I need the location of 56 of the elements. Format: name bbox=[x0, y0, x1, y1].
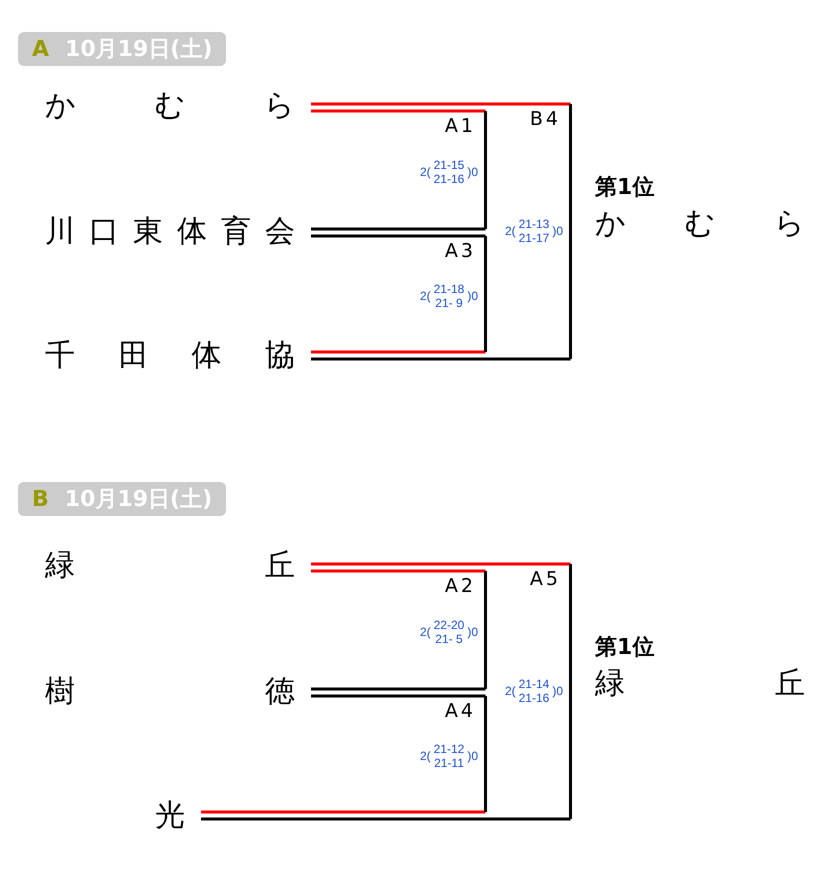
match-label: A4 bbox=[444, 700, 476, 722]
match-label: A5 bbox=[530, 568, 561, 590]
rank-label: 第1位 bbox=[595, 174, 654, 202]
team-name: 光 bbox=[45, 794, 313, 838]
date-badge bbox=[18, 32, 226, 66]
score-text: )0 bbox=[467, 625, 478, 639]
bracket-line bbox=[201, 810, 486, 814]
bracket-line bbox=[311, 688, 486, 690]
bracket-line bbox=[311, 350, 486, 354]
match-label: A3 bbox=[444, 240, 476, 262]
score-text: )0 bbox=[552, 684, 563, 698]
team-name: かむら bbox=[45, 84, 313, 128]
score-text: )0 bbox=[467, 289, 478, 303]
score-text: )0 bbox=[467, 749, 478, 763]
score-text: 2( bbox=[504, 224, 516, 238]
rank-label: 第1位 bbox=[595, 634, 654, 662]
bracket-line bbox=[201, 818, 570, 820]
team-name: 緑丘 bbox=[45, 544, 313, 588]
score-text: 2( bbox=[504, 684, 516, 698]
set-score: 21- 9 bbox=[435, 296, 463, 310]
team-name: 川口東体育会 bbox=[45, 210, 313, 254]
set-score: 21-16 bbox=[434, 172, 464, 186]
group-letter: B bbox=[32, 486, 49, 512]
score-text: 2( bbox=[420, 749, 431, 763]
bracket-line bbox=[311, 228, 486, 230]
date-badge bbox=[18, 482, 226, 516]
bracket-line bbox=[311, 234, 486, 238]
bracket-line bbox=[311, 358, 570, 360]
score-text: 2( bbox=[420, 625, 431, 639]
group-letter: A bbox=[32, 36, 50, 62]
set-score: 22-20 bbox=[434, 618, 464, 632]
bracket-line bbox=[311, 110, 486, 112]
bracket-line bbox=[311, 694, 486, 698]
set-score: 21-13 bbox=[518, 217, 550, 231]
bracket-line bbox=[311, 570, 486, 572]
set-score: 21-11 bbox=[434, 756, 464, 770]
score-text: 2( bbox=[420, 289, 431, 303]
match-label: A2 bbox=[444, 575, 476, 597]
set-score: 21- 5 bbox=[435, 632, 463, 646]
set-score: 21-12 bbox=[434, 742, 464, 756]
bracket-line bbox=[311, 562, 570, 566]
bracket-line bbox=[311, 102, 570, 106]
match-label: A1 bbox=[444, 115, 476, 137]
match-label: B4 bbox=[530, 108, 561, 130]
set-score: 21-15 bbox=[434, 158, 464, 172]
score-text: )0 bbox=[467, 165, 478, 179]
set-score: 21-18 bbox=[434, 282, 464, 296]
team-name: 樹徳 bbox=[45, 670, 313, 714]
team-name: 千田体協 bbox=[45, 334, 313, 378]
set-score: 21-16 bbox=[518, 691, 550, 705]
winner-name: かむら bbox=[595, 205, 805, 243]
score-text: )0 bbox=[552, 224, 563, 238]
set-score: 21-17 bbox=[518, 231, 550, 245]
winner-name: 緑丘 bbox=[595, 665, 805, 703]
set-score: 21-14 bbox=[518, 677, 550, 691]
score-text: 2( bbox=[420, 165, 431, 179]
